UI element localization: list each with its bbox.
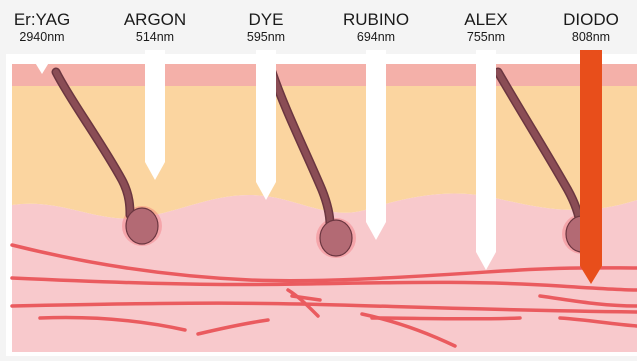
hypodermis-layer	[12, 194, 637, 352]
laser-name-label: RUBINO	[343, 10, 409, 29]
laser-beam-rubino	[366, 50, 386, 240]
laser-name-label: DIODO	[563, 10, 619, 29]
laser-name-label: Er:YAG	[14, 10, 70, 29]
beam-shape	[145, 50, 165, 180]
beam-shape	[366, 50, 386, 240]
laser-name-label: DYE	[249, 10, 284, 29]
laser-beam-dye	[256, 50, 276, 200]
beam-shape	[476, 50, 496, 270]
laser-wavelength-label: 808nm	[572, 30, 610, 44]
laser-wavelength-label: 755nm	[467, 30, 505, 44]
laser-wavelength-label: 514nm	[136, 30, 174, 44]
laser-beam-diodo	[580, 50, 602, 284]
laser-wavelength-label: 2940nm	[19, 30, 64, 44]
laser-beam-argon	[145, 50, 165, 180]
laser-wavelength-label: 595nm	[247, 30, 285, 44]
laser-name-label: ARGON	[124, 10, 186, 29]
laser-name-label: ALEX	[464, 10, 507, 29]
beam-shape	[580, 50, 602, 284]
epidermis-layer	[12, 64, 637, 86]
laser-wavelength-label: 694nm	[357, 30, 395, 44]
beam-shape	[256, 50, 276, 200]
laser-beam-alex	[476, 50, 496, 270]
